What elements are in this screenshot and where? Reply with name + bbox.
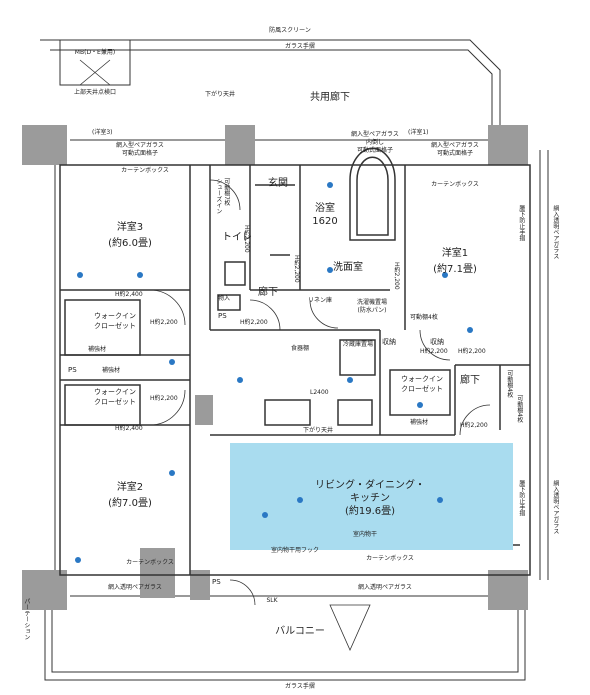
door-swings	[79, 59, 491, 651]
dim-h2400a: H約2,400	[115, 291, 143, 298]
room-washroom: 洗面室	[333, 262, 363, 273]
transparent-pair-bottom-right: 網入透明ペアガラス	[358, 584, 412, 591]
shoe-closet-label: 物入	[218, 295, 231, 302]
room-western1-size: (約7.1畳)	[433, 264, 477, 275]
reinforce2-label: 補強材	[102, 367, 121, 374]
indoor-dryer-label: 室内物干	[352, 531, 378, 538]
dim-h2200d: H約2,200	[292, 255, 300, 283]
room-bath: 浴室	[315, 203, 335, 214]
fall-rail-top: 腰下防止手摺	[517, 205, 525, 241]
ceiling-hatch-label: 上部天井点検口	[73, 89, 117, 96]
room-entrance: 玄関	[268, 178, 288, 189]
dim-l2400: L2400	[310, 389, 329, 396]
partition-label: パーテーション	[22, 598, 30, 640]
ps1-label: PS	[68, 366, 77, 374]
curtain-box-right: カーテンボックス	[431, 181, 479, 188]
room-balcony: バルコニー	[275, 626, 325, 637]
closet-right-label: ウォークイン	[401, 375, 443, 383]
curtain-box-bottom: カーテンボックス	[366, 555, 414, 562]
window-w1-label: (洋室1)	[408, 129, 429, 136]
room-ldk: リビング・ダイニング・	[315, 480, 425, 491]
room-hall-left: 廊下	[258, 287, 278, 298]
washer-sub-label: (防水パン)	[357, 307, 387, 314]
dim-h2200g: H約2,200	[458, 348, 486, 355]
outlet-markers	[75, 182, 473, 563]
storage-right-label: 収納	[382, 338, 396, 346]
transparent-pair-right-top: 網入透明ペアガラス	[551, 205, 559, 259]
washer-label: 洗濯機置場	[356, 299, 388, 306]
glass-rail-top-label: ガラス手摺	[285, 43, 315, 50]
room-western3-size: (約6.0畳)	[108, 238, 152, 249]
pair-glass-mid-sub2: 可動式面格子	[356, 147, 394, 154]
lowered-ceiling-kitchen: 下がり天井	[302, 427, 334, 434]
slk-label: SLK	[266, 597, 278, 604]
room-toilet: トイレ	[222, 232, 252, 243]
ps2-label: PS	[218, 312, 227, 320]
living-area-fill	[230, 443, 513, 550]
transparent-pair-right-bottom: 網入透明ペアガラス	[551, 480, 559, 534]
fall-rail-bottom: 腰下防止手摺	[517, 480, 525, 516]
lowered-ceiling-label: 下がり天井	[204, 91, 236, 98]
room-western1: 洋室1	[441, 248, 469, 259]
pair-glass-mid: 網入型ペアガラス	[351, 131, 399, 138]
pair-glass-left: 網入型ペアガラス	[116, 142, 164, 149]
closet-mid-label2: クローゼット	[94, 398, 136, 406]
glass-rail-bottom-label: ガラス手摺	[285, 683, 315, 690]
room-western3: 洋室3	[116, 222, 144, 233]
room-bath-size: 1620	[312, 216, 338, 227]
common-corridor-label: 共用廊下	[310, 92, 350, 103]
storage-right-label2: 収納	[430, 338, 444, 346]
shelf7-label: 可動棚7枚	[222, 178, 230, 206]
window-w3-label: (洋室3)	[92, 129, 113, 136]
room-ldk-size: (約19.6畳)	[344, 506, 396, 517]
shelf4-right1-label: 可動棚4枚	[505, 370, 513, 398]
transparent-pair-bottom-left: 網入透明ペアガラス	[108, 584, 162, 591]
indoor-dryer-hook-label: 室内物干用フック	[270, 547, 320, 554]
dim-h2200f: H約2,200	[420, 348, 448, 355]
pair-glass-mid-sub1: 内倒し	[365, 139, 385, 146]
room-western2: 洋室2	[116, 482, 144, 493]
dim-h2200h: H約2,200	[460, 422, 488, 429]
curtain-box-bottom-left: カーテンボックス	[126, 559, 174, 566]
pantry-label: 食器棚	[290, 345, 310, 352]
closet-top-label: ウォークイン	[94, 312, 136, 320]
linen-label: リネン庫	[307, 297, 333, 304]
room-western2-size: (約7.0畳)	[108, 498, 152, 509]
room-hall-right: 廊下	[460, 375, 480, 386]
closet-right-label2: クローゼット	[401, 385, 443, 393]
dim-h2200i: H約2,200	[392, 262, 400, 290]
reinforce3-label: 補強材	[410, 419, 429, 426]
shoe-box-label: シューズイン	[214, 178, 222, 214]
structural-walls	[22, 39, 528, 610]
dim-h2400b: H約2,400	[115, 425, 143, 432]
closet-top-label2: クローゼット	[94, 322, 136, 330]
pair-glass-right: 網入型ペアガラス	[431, 142, 479, 149]
shelf4-top-label: 可動棚4枚	[410, 314, 438, 321]
windscreen-label: 防風スクリーン	[269, 27, 311, 34]
pair-glass-left-sub: 可動式面格子	[121, 150, 159, 157]
room-ldk2: キッチン	[350, 493, 390, 504]
curtain-box-left: カーテンボックス	[121, 167, 169, 174]
closet-mid-label: ウォークイン	[94, 388, 136, 396]
dim-h2200a: H約2,200	[150, 319, 178, 326]
shelf4-right2-label: 可動棚4枚	[515, 395, 523, 423]
ps3-label: PS	[212, 578, 221, 586]
dim-h2200e: H約2,200	[150, 395, 178, 402]
mb-label: MB(D・E兼用)	[74, 49, 116, 56]
reinforce1-label: 補強材	[88, 346, 107, 353]
pair-glass-right-sub: 可動式面格子	[436, 150, 474, 157]
fridge-label: 冷蔵庫置場	[342, 341, 374, 348]
outline-lines	[40, 39, 549, 681]
dim-h2200b: H約2,200	[240, 319, 268, 326]
dim-h2200c: H約2,200	[242, 225, 250, 253]
